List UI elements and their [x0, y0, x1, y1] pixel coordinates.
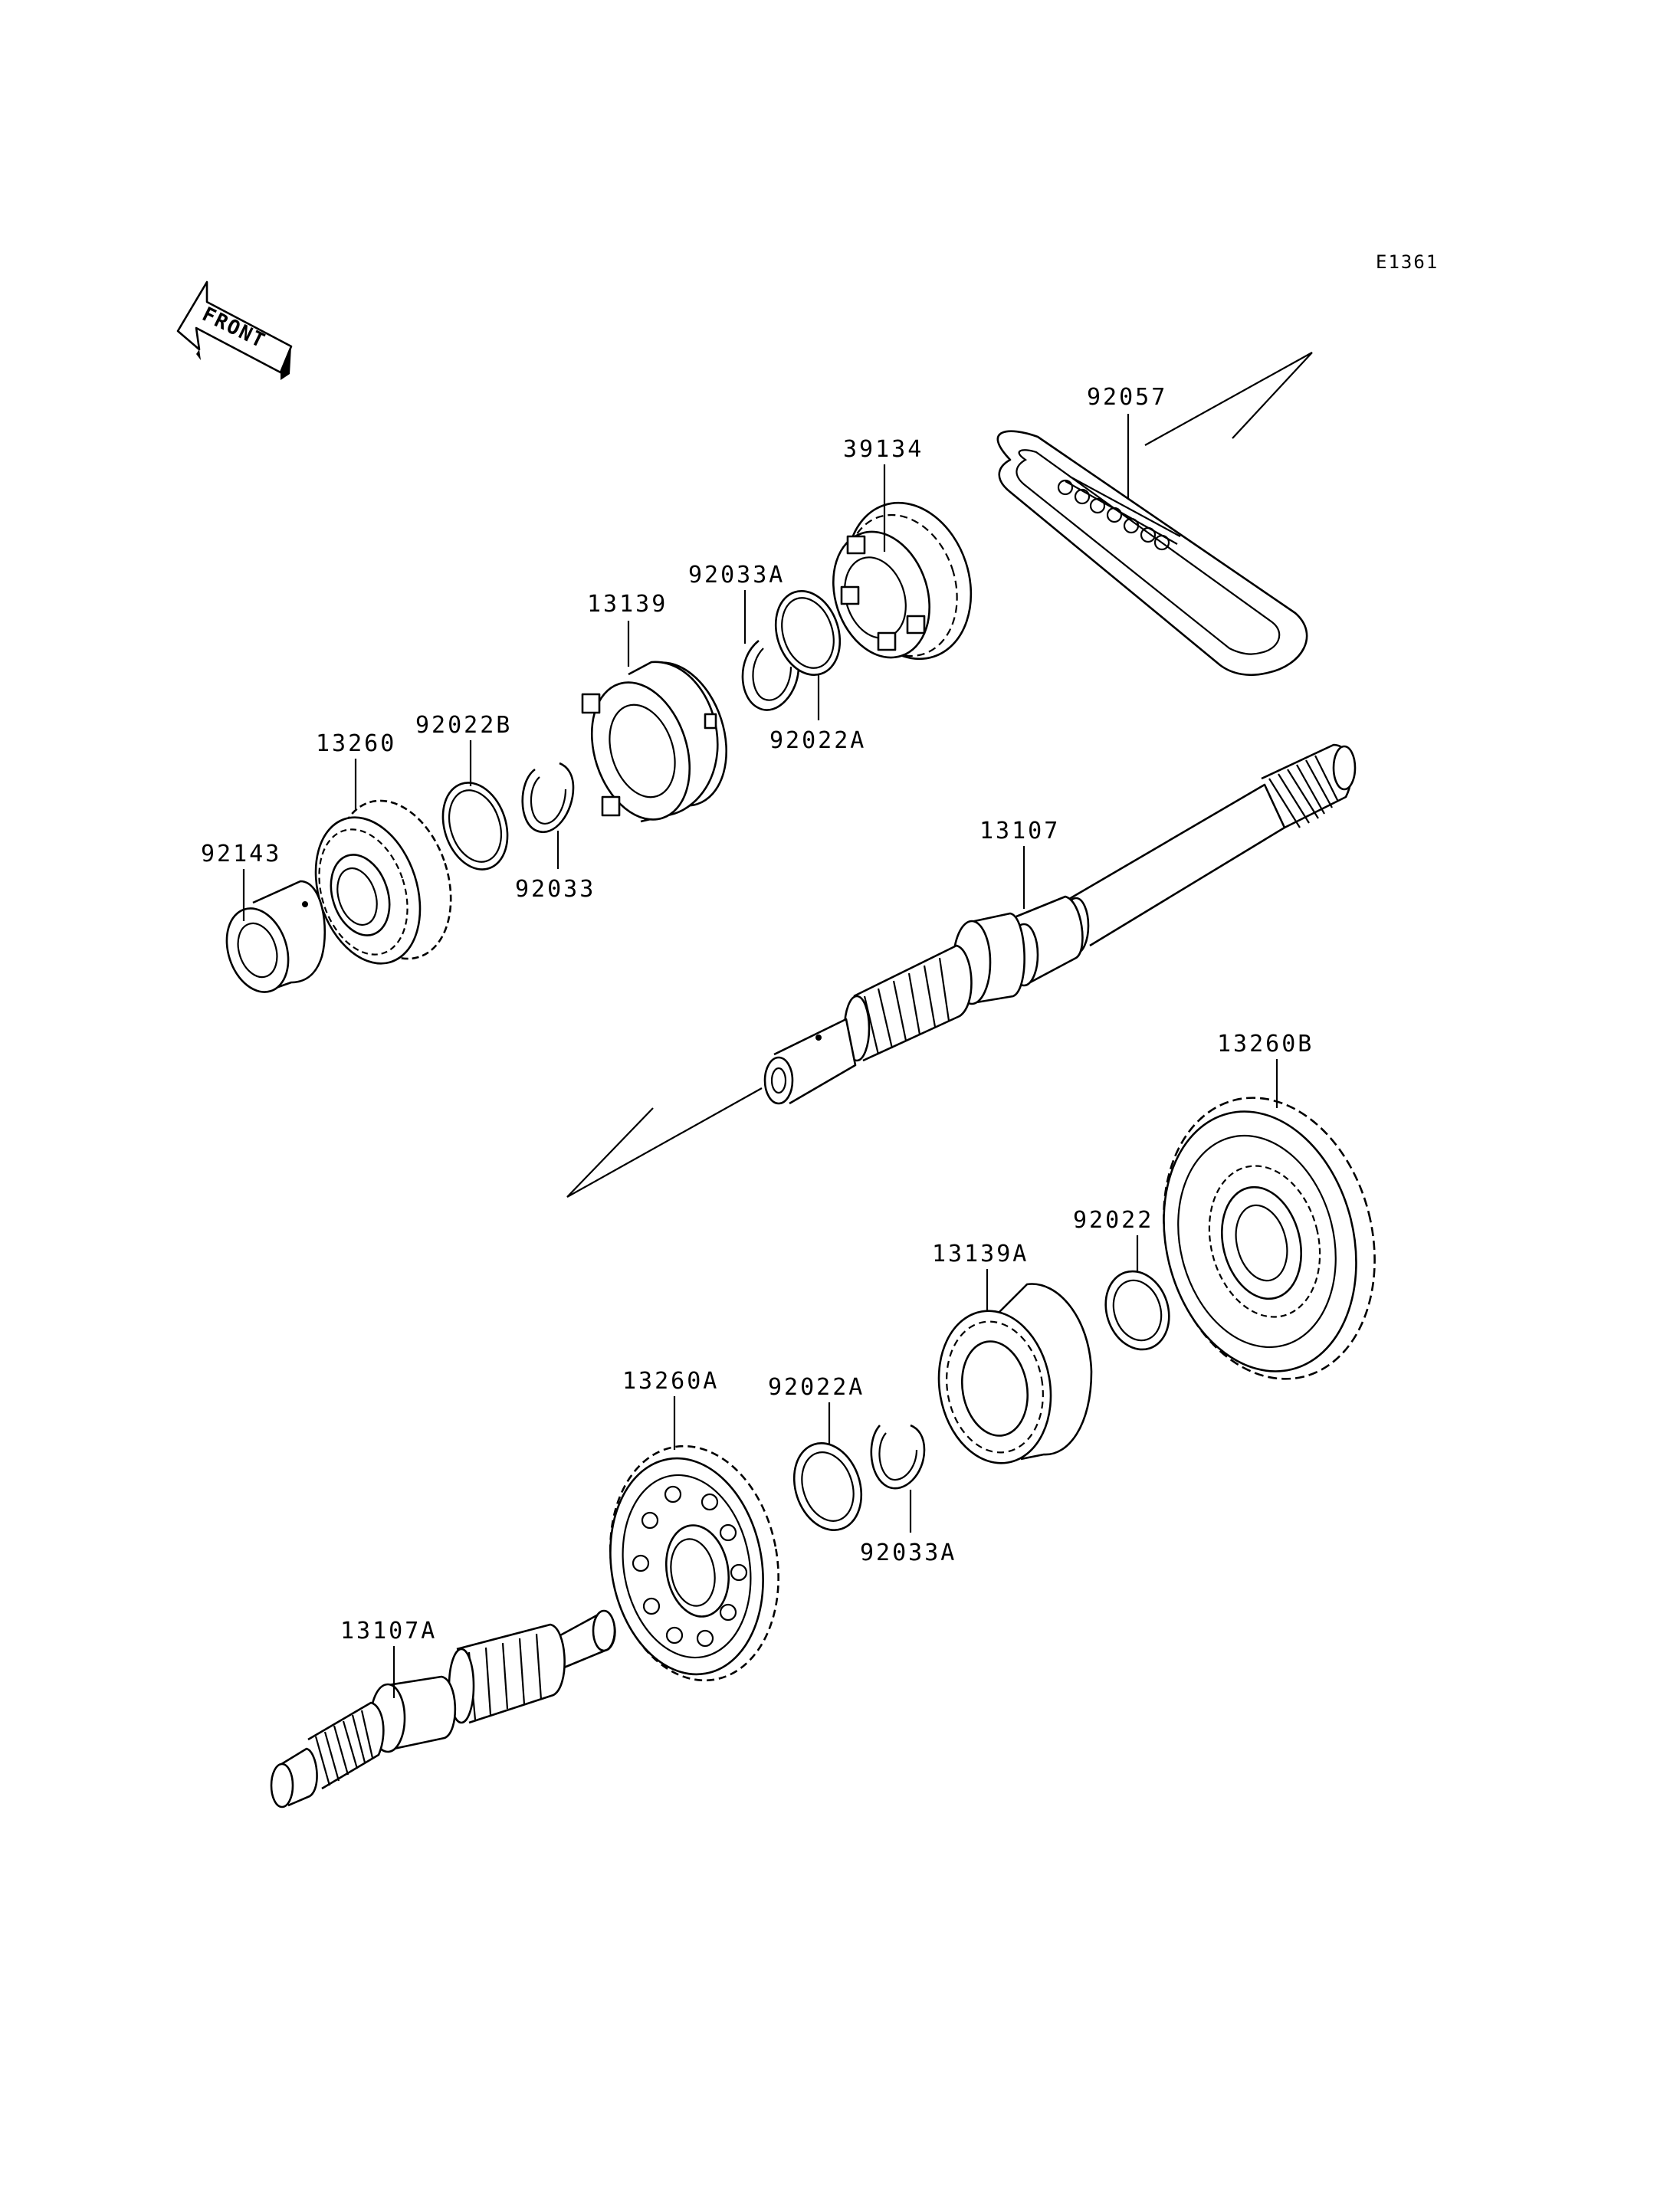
label-13260b: 13260B [1217, 1031, 1314, 1058]
label-13260a: 13260A [622, 1368, 719, 1395]
assembly-axis-upper [1144, 352, 1313, 446]
label-92022: 92022 [1073, 1207, 1153, 1234]
label-13139: 13139 [587, 591, 668, 618]
part-92033-circlip [521, 762, 575, 834]
label-92143: 92143 [201, 841, 281, 867]
part-13260-gear [314, 799, 452, 965]
assembly-axis-lower [566, 1087, 763, 1198]
part-92022a-washer-lower [792, 1442, 863, 1531]
part-92022b-washer [441, 782, 509, 871]
label-92022a-lower: 92022A [768, 1374, 865, 1401]
label-92033a-upper: 92033A [688, 562, 785, 589]
part-13107a-shaft [270, 1609, 616, 1808]
label-13107: 13107 [979, 818, 1060, 844]
front-arrow-icon: FRONT [176, 280, 293, 380]
label-92057: 92057 [1087, 384, 1167, 411]
part-92143-bushing [225, 880, 326, 993]
label-13260: 13260 [316, 730, 396, 757]
diagram-code: E1361 [1376, 251, 1439, 273]
leader-lines [242, 414, 1278, 1698]
label-39134: 39134 [843, 436, 924, 463]
label-92033a-lower: 92033A [860, 1540, 956, 1566]
part-92022-washer [1104, 1270, 1170, 1351]
part-92033a-circlip-lower [870, 1424, 926, 1490]
part-13107-shaft [763, 743, 1357, 1105]
part-13260a-gear [609, 1444, 779, 1682]
label-92022a-upper: 92022A [769, 727, 866, 754]
label-92033: 92033 [515, 876, 596, 903]
part-13260b-gear [1163, 1097, 1376, 1380]
part-39134-gear [832, 501, 973, 661]
part-92057-chain [996, 430, 1308, 677]
label-13107a: 13107A [340, 1618, 437, 1644]
label-92022b: 92022B [415, 712, 512, 739]
part-13139a-ring [937, 1283, 1093, 1464]
part-92022a-washer-upper [774, 590, 842, 676]
label-13139a: 13139A [932, 1241, 1029, 1267]
part-labels: 92057 39134 92033A 13139 92022A 92022B 1… [201, 384, 1314, 1644]
part-13139-ring [581, 661, 728, 823]
